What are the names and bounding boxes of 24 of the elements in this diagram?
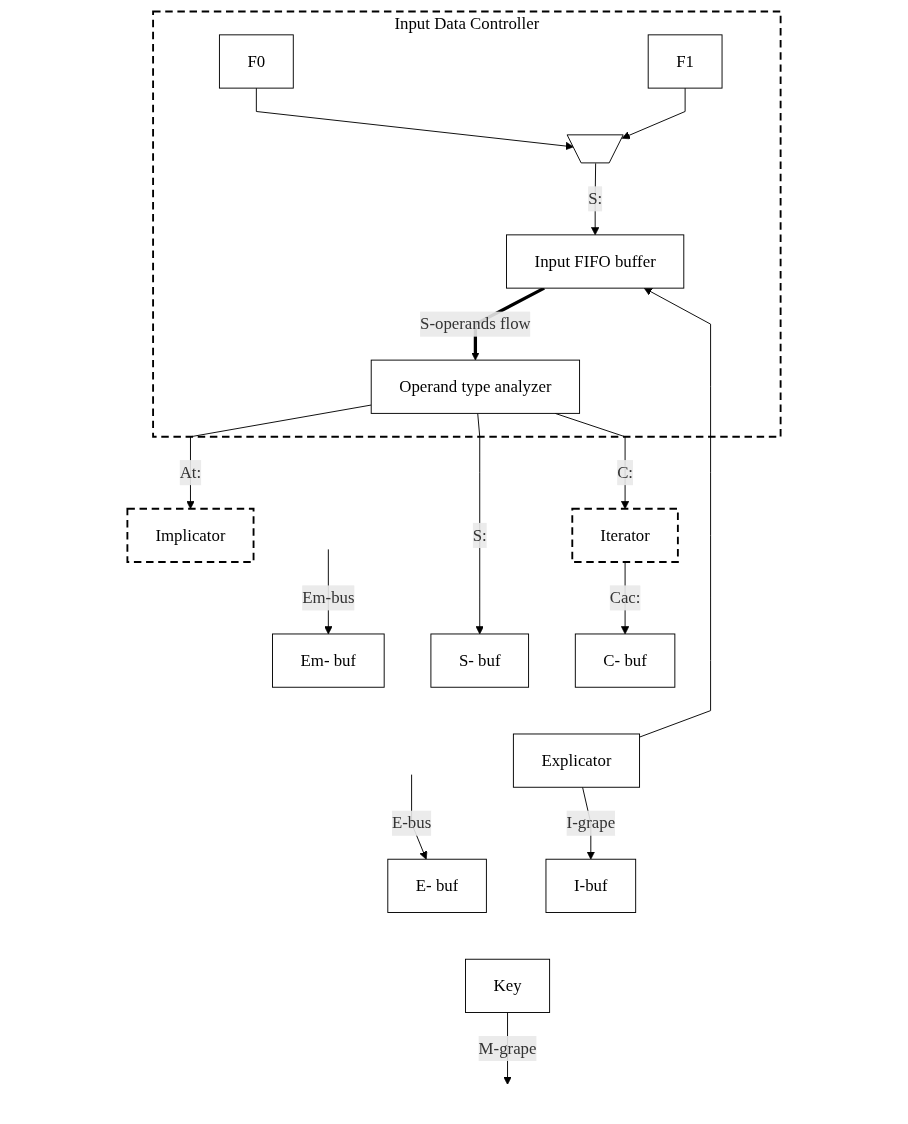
node-box: C- buf [574, 633, 676, 688]
edge-label: M-grape [478, 1038, 537, 1058]
edge-label: Em-bus [302, 588, 355, 607]
edge-label: At: [179, 462, 202, 482]
node-box: I-buf [545, 858, 637, 913]
edge-label: E-bus [391, 813, 432, 833]
edge-label: C: [617, 462, 634, 482]
node-trapezoid [566, 134, 624, 164]
node-box: S- buf [430, 633, 530, 688]
node-box: Input FIFO buffer [506, 234, 685, 289]
node-box: F1 [647, 34, 723, 89]
node-box: E- buf [387, 858, 487, 913]
edge-label: S-operands flow [420, 314, 531, 334]
edge-label: S: [588, 189, 603, 208]
edge-label: Cac: [609, 588, 641, 607]
node-box: Em- buf [272, 633, 385, 688]
edge-label: S: [472, 525, 487, 545]
node-box: Key [465, 958, 551, 1013]
node-box: Implicator [126, 507, 255, 563]
node-box: Operand type analyzer [370, 359, 581, 414]
node-box: F0 [218, 34, 294, 89]
node-box: Explicator [512, 733, 640, 788]
edge-label: I-grape [566, 813, 616, 833]
node-box: Iterator [571, 507, 679, 563]
